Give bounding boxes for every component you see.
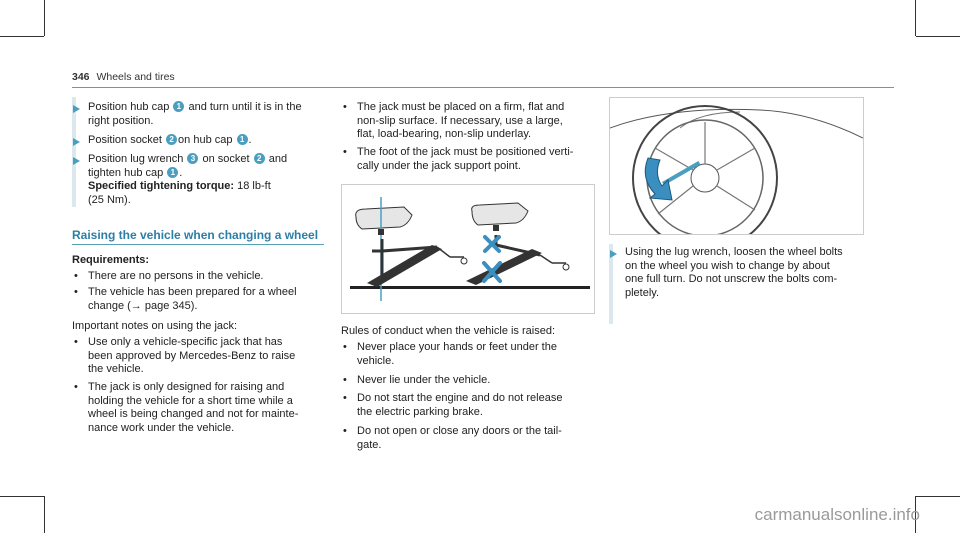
step-3: Position lug wrench 3 on socket 2 and ti… xyxy=(88,153,288,206)
step-arrow-icon xyxy=(610,250,617,258)
callout-1: 1 xyxy=(236,134,248,145)
step-arrow-icon xyxy=(73,138,80,146)
callout-1: 1 xyxy=(167,166,179,178)
rule-item: •Never lie under the vehicle. xyxy=(343,374,491,386)
step-arrow-icon xyxy=(73,157,80,165)
callout-2: 2 xyxy=(166,134,178,145)
step-arrow-icon xyxy=(73,105,80,113)
jack-diagram-icon xyxy=(350,197,590,301)
step-1: Position hub cap 1 and turn until it is … xyxy=(88,101,302,127)
rules-intro: Rules of conduct when the vehicle is rai… xyxy=(341,325,556,337)
section-title: Raising the vehicle when changing a whee… xyxy=(72,228,319,242)
step-loosen-bolts: Using the lug wrench, loosen the wheel b… xyxy=(625,246,843,299)
rule-item: •Never place your hands or feet under th… xyxy=(343,341,557,367)
notes-intro: Important notes on using the jack: xyxy=(72,320,238,332)
callout-3: 3 xyxy=(187,153,199,164)
instruction-bar xyxy=(609,244,613,324)
jack-position-illustration xyxy=(341,184,595,314)
lug-wrench-icon xyxy=(609,105,864,251)
callout-1: 1 xyxy=(173,101,185,112)
header-rule xyxy=(72,87,894,88)
rule-item: •Do not open or close any doors or the t… xyxy=(343,425,562,451)
jack-rule-item: •The foot of the jack must be positioned… xyxy=(343,146,574,172)
page-title: Wheels and tires xyxy=(96,71,175,83)
requirement-item: •The vehicle has been prepared for a whe… xyxy=(74,286,297,312)
callout-2: 2 xyxy=(253,153,265,164)
requirements-label: Requirements: xyxy=(72,254,150,266)
page-header: 346 Wheels and tires xyxy=(72,71,175,83)
section-rule xyxy=(72,244,324,245)
instruction-bar xyxy=(72,97,76,207)
jack-rule-item: •The jack must be placed on a firm, flat… xyxy=(343,101,565,140)
note-item: •Use only a vehicle-specific jack that h… xyxy=(74,336,296,375)
watermark: carmanualsonline.info xyxy=(754,505,920,524)
page-number: 346 xyxy=(72,71,90,83)
wheel-illustration xyxy=(609,97,864,251)
note-item: •The jack is only designed for raising a… xyxy=(74,381,299,434)
requirement-item: •There are no persons in the vehicle. xyxy=(74,270,264,282)
rule-item: •Do not start the engine and do not rele… xyxy=(343,392,563,418)
